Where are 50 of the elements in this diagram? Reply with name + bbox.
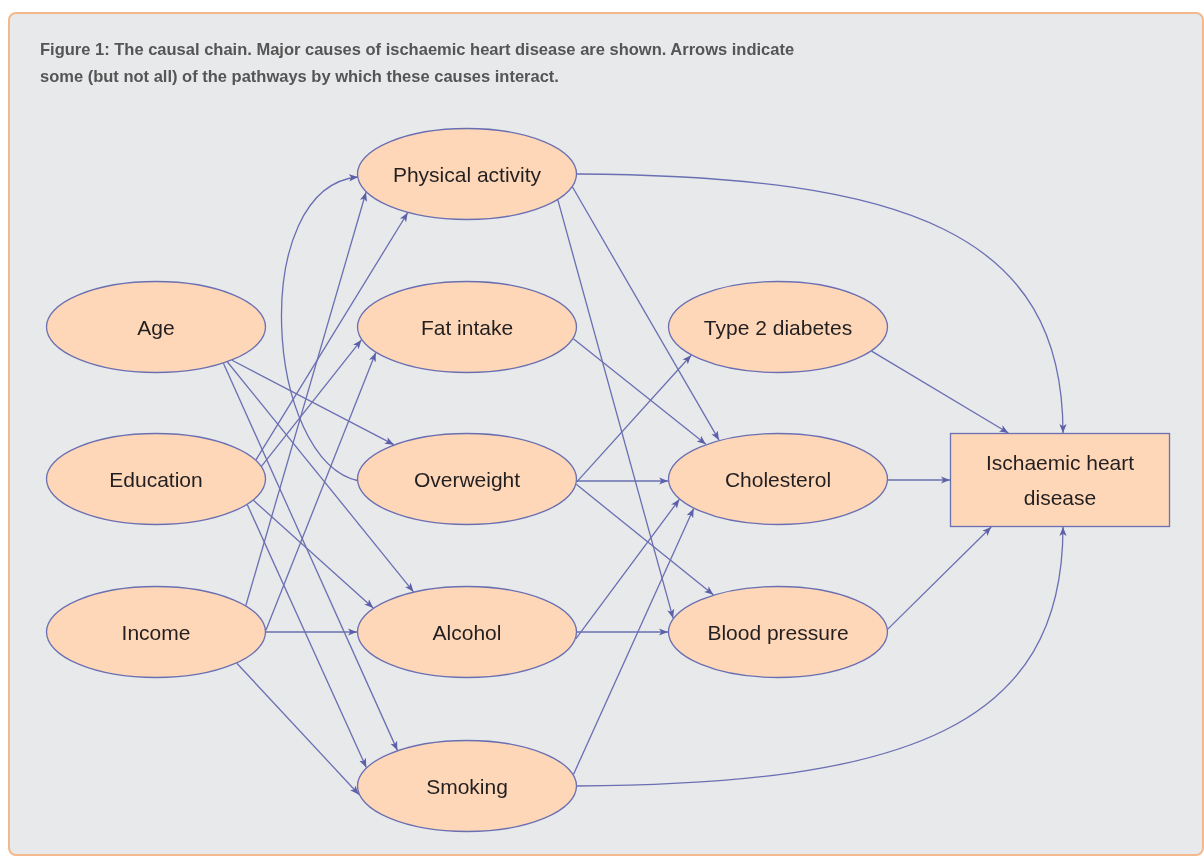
arrow <box>245 191 367 607</box>
node-label: Fat intake <box>420 314 514 341</box>
arrow <box>572 507 695 776</box>
outcome-box <box>950 433 1170 527</box>
arrow <box>576 477 669 485</box>
arrow <box>576 173 1066 434</box>
node-label: Physical activity <box>392 161 542 188</box>
arrow <box>576 354 692 483</box>
factor-ellipse <box>357 740 577 832</box>
arrow <box>231 359 395 446</box>
factor-ellipse <box>668 586 888 678</box>
factor-ellipse <box>46 586 266 678</box>
node-label: Type 2 diabetes <box>703 314 853 341</box>
arrow <box>887 526 992 630</box>
node-label: Ischaemic heart disease <box>985 450 1135 511</box>
arrow <box>236 662 360 796</box>
arrow <box>575 498 681 640</box>
arrow <box>226 361 415 593</box>
node-label: Education <box>109 466 203 493</box>
node-label: Blood pressure <box>707 619 849 646</box>
factor-ellipse <box>668 433 888 525</box>
arrow <box>575 483 715 596</box>
arrow <box>222 362 399 751</box>
node-label: Overweight <box>413 466 521 493</box>
node-label: Cholesterol <box>724 466 832 493</box>
arrow <box>265 352 377 631</box>
factor-ellipse <box>46 281 266 373</box>
arrow <box>255 212 409 461</box>
factor-ellipse <box>46 433 266 525</box>
arrow <box>870 350 1010 434</box>
arrow <box>265 628 358 636</box>
factor-ellipse <box>357 281 577 373</box>
node-label: Age <box>137 314 175 341</box>
factor-ellipse <box>357 586 577 678</box>
arrow <box>246 504 367 769</box>
arrow <box>576 628 669 636</box>
arrow <box>571 186 720 441</box>
arrow <box>557 199 675 619</box>
factor-ellipse <box>668 281 888 373</box>
node-label: Alcohol <box>432 619 502 646</box>
factor-ellipse <box>357 433 577 525</box>
arrow <box>572 338 707 445</box>
arrow <box>252 499 374 609</box>
arrow <box>576 526 1066 787</box>
figure-title: Figure 1: The causal chain. Major causes of ischaemic heart disease are shown. Arrows indicate some (but not all) of the pathways by which these causes interact. <box>40 39 796 87</box>
factor-ellipse <box>357 128 577 220</box>
arrow <box>260 339 363 467</box>
node-label: Smoking <box>426 773 508 800</box>
arrow <box>887 476 951 484</box>
node-label: Income <box>121 619 191 646</box>
